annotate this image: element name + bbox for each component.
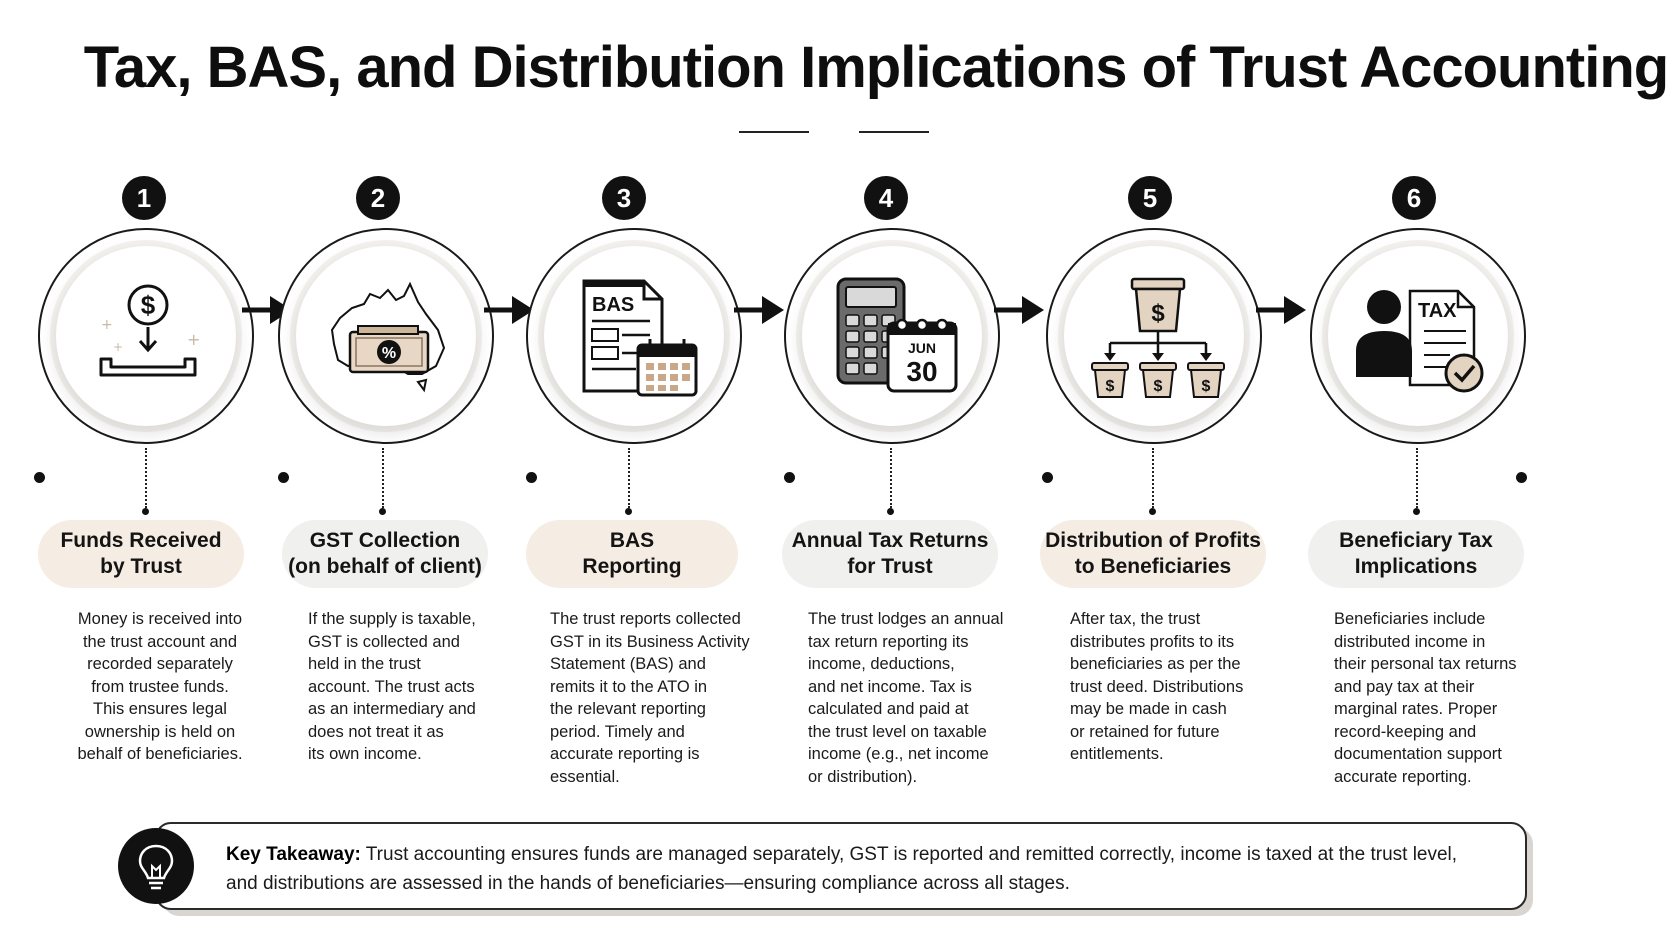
flow-arrow-icon <box>1256 296 1306 324</box>
svg-text:$: $ <box>1151 300 1165 327</box>
step-icon-ring: $ $ $ $ <box>1046 228 1262 444</box>
step-icon-ring: TAX <box>1310 228 1526 444</box>
svg-text:%: % <box>382 345 396 362</box>
distribution-pots-icon: $ $ $ $ <box>1086 268 1226 408</box>
title-divider <box>739 131 929 133</box>
svg-text:+: + <box>101 317 113 333</box>
australia-map-icon: % <box>318 268 458 408</box>
flow-arrow-icon <box>484 296 534 324</box>
bas-document-icon: BAS <box>566 268 706 408</box>
svg-text:$: $ <box>1154 378 1163 395</box>
step-number: 3 <box>602 176 646 220</box>
calendar-day: 30 <box>906 356 937 387</box>
step-number: 2 <box>356 176 400 220</box>
calculator-calendar-icon: JUN 30 <box>824 268 964 408</box>
deposit-tray-icon: $ + + + <box>78 268 218 408</box>
step-icon-ring: BAS <box>526 228 742 444</box>
key-takeaway-box <box>155 822 1527 910</box>
tax-label: TAX <box>1418 300 1457 322</box>
step-5: 5 $ $ $ <box>1034 170 1314 790</box>
flow-arrow-icon <box>994 296 1044 324</box>
step-icon-ring: % <box>278 228 494 444</box>
key-takeaway-text: Key Takeaway: Trust accounting ensures f… <box>226 844 1458 894</box>
svg-text:$: $ <box>141 290 156 320</box>
step-4: 4 JUN 30 <box>770 170 1050 790</box>
step-icon-ring: JUN 30 <box>784 228 1000 444</box>
calendar-month: JUN <box>908 340 936 356</box>
flow-arrow-icon <box>734 296 784 324</box>
step-number: 5 <box>1128 176 1172 220</box>
svg-text:$: $ <box>1202 378 1211 395</box>
svg-text:BAS: BAS <box>592 294 634 316</box>
key-takeaway-label: Key Takeaway: <box>226 844 361 865</box>
svg-text:$: $ <box>1106 378 1115 395</box>
step-2: 2 % GST Collection(on behalf of client) … <box>264 170 544 790</box>
lightbulb-icon <box>118 828 194 904</box>
beneficiary-tax-icon: TAX <box>1350 268 1490 408</box>
page-title: Tax, BAS, and Distribution Implications … <box>83 35 1669 100</box>
step-description: If the supply is taxable,GST is collecte… <box>308 610 476 763</box>
step-number: 6 <box>1392 176 1436 220</box>
step-number: 4 <box>864 176 908 220</box>
step-3: 3 BAS <box>512 170 792 790</box>
svg-text:+: + <box>113 340 123 354</box>
step-number: 1 <box>122 176 166 220</box>
step-heading: GST Collection(on behalf of client) <box>282 520 488 588</box>
svg-text:+: + <box>187 330 200 349</box>
step-icon-ring: $ + + + <box>38 228 254 444</box>
